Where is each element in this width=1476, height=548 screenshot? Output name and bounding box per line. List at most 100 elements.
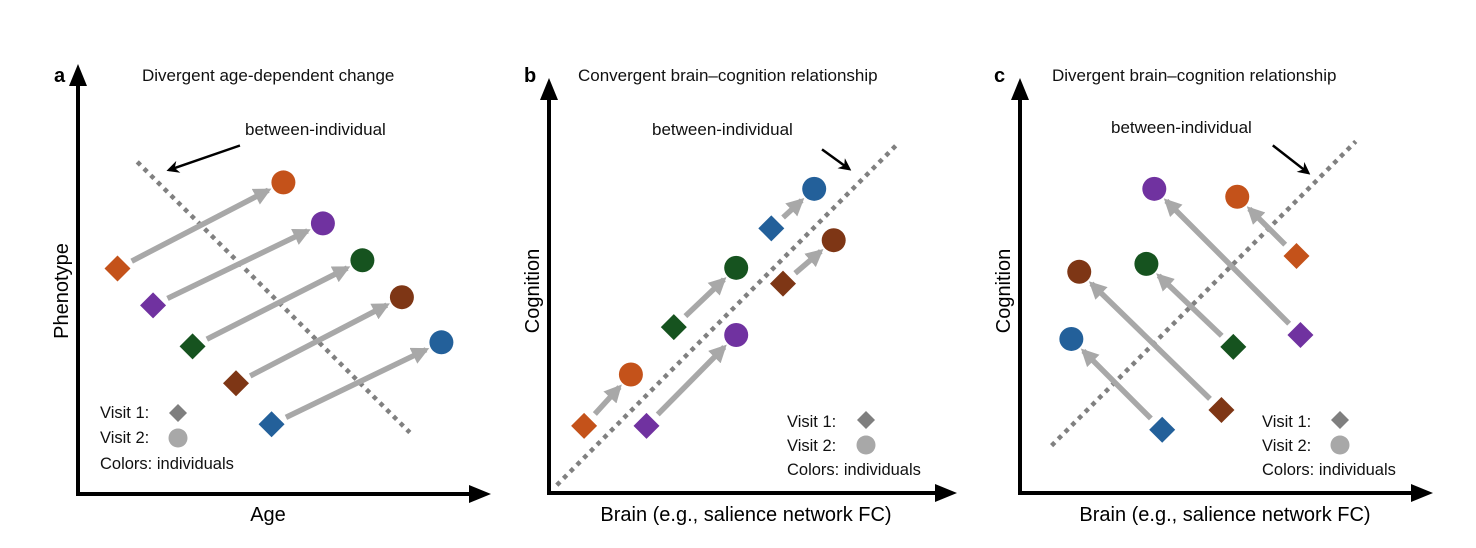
legend-visit1-label: Visit 1: — [100, 404, 149, 422]
visit1-diamond-brown — [770, 270, 796, 297]
visit1-diamond-green — [179, 333, 206, 360]
y-axis-label: Cognition — [993, 249, 1015, 334]
legend-diamond-icon — [857, 411, 875, 429]
visit1-diamond-blue — [1149, 416, 1176, 443]
change-arrow-purple — [166, 228, 311, 301]
between-individual-line — [135, 160, 412, 435]
visit2-circle-green — [350, 248, 375, 273]
visit1-diamond-orange — [104, 255, 131, 282]
between-individual-annotation: between-individual — [245, 120, 386, 139]
y-axis-arrowhead-icon — [69, 64, 87, 86]
legend: Visit 1: Visit 2: Colors: individuals — [787, 411, 921, 479]
change-arrow-blue — [781, 197, 805, 220]
visit1-diamond-blue — [258, 411, 285, 438]
x-axis-label: Brain (e.g., salience network FC) — [600, 504, 891, 526]
visit1-diamond-orange — [1283, 243, 1310, 269]
legend-circle-icon — [856, 435, 876, 455]
visit2-circle-orange — [618, 362, 643, 387]
marks — [1050, 139, 1358, 448]
visit1-diamond-purple — [633, 412, 660, 439]
y-axis-label: Cognition — [522, 249, 544, 334]
visit1-diamond-brown — [223, 370, 249, 397]
annotation-arrow — [166, 144, 241, 173]
annotation-arrow — [821, 148, 852, 171]
change-arrow-purple — [1163, 198, 1292, 326]
visit1-diamond-blue — [758, 215, 785, 242]
marks — [555, 143, 898, 487]
legend-visit1-label: Visit 1: — [787, 413, 836, 431]
panel-b: b Convergent brain–cognition relationshi… — [522, 65, 957, 526]
legend-visit2-label: Visit 2: — [100, 429, 149, 447]
visit2-circle-orange — [271, 170, 296, 195]
visit2-circle-orange — [1225, 184, 1250, 209]
axes — [69, 64, 491, 503]
panel-label: b — [524, 65, 536, 87]
legend-colors-label: Colors: individuals — [1262, 461, 1396, 479]
legend: Visit 1: Visit 2: Colors: individuals — [100, 404, 234, 473]
visit1-diamond-green — [660, 314, 687, 341]
x-axis-arrowhead-icon — [469, 485, 491, 503]
panel-label: a — [54, 65, 66, 87]
visit2-circle-blue — [429, 330, 454, 355]
change-arrow-blue — [1080, 348, 1153, 421]
legend-diamond-icon — [1331, 411, 1349, 429]
marks — [104, 144, 454, 438]
visit1-diamond-green — [1220, 333, 1247, 360]
between-individual-annotation: between-individual — [652, 120, 793, 139]
visit2-circle-purple — [1142, 176, 1167, 201]
visit1-diamond-orange — [571, 412, 598, 439]
change-arrow-green — [1156, 273, 1224, 338]
legend-diamond-icon — [169, 404, 187, 422]
axes — [1011, 78, 1433, 502]
annotation-arrow — [1272, 144, 1311, 175]
x-axis-arrowhead-icon — [1411, 484, 1433, 502]
panel-a: a Divergent age-dependent change Age Phe… — [51, 64, 491, 526]
visit2-circle-purple — [310, 211, 335, 236]
change-arrow-orange — [592, 384, 622, 416]
visit2-circle-green — [724, 255, 749, 280]
panel-label: c — [994, 65, 1005, 87]
legend-colors-label: Colors: individuals — [787, 461, 921, 479]
visit2-circle-brown — [1067, 259, 1092, 284]
visit2-circle-green — [1134, 251, 1159, 276]
change-arrow-brown — [1088, 281, 1212, 401]
legend: Visit 1: Visit 2: Colors: individuals — [1262, 411, 1396, 479]
visit2-circle-blue — [1059, 326, 1084, 351]
between-individual-annotation: between-individual — [1111, 118, 1252, 137]
legend-visit1-label: Visit 1: — [1262, 413, 1311, 431]
change-arrow-blue — [284, 347, 430, 420]
change-arrow-orange — [1246, 206, 1288, 247]
change-arrow-green — [683, 277, 727, 319]
panel-title: Divergent age-dependent change — [142, 66, 394, 85]
between-individual-line — [1050, 139, 1358, 448]
legend-circle-icon — [1330, 435, 1350, 455]
x-axis-label: Brain (e.g., salience network FC) — [1079, 504, 1370, 526]
between-individual-line — [555, 143, 898, 487]
legend-circle-icon — [168, 428, 188, 448]
visit2-circle-purple — [724, 323, 749, 347]
panel-c: c Divergent brain–cognition relationship… — [993, 65, 1433, 526]
change-arrow-brown — [248, 302, 390, 379]
y-axis-label: Phenotype — [51, 243, 73, 339]
legend-visit2-label: Visit 2: — [787, 437, 836, 455]
y-axis-arrowhead-icon — [1011, 78, 1029, 100]
change-arrow-orange — [130, 187, 272, 264]
x-axis-arrowhead-icon — [935, 484, 957, 502]
visit2-circle-brown — [389, 285, 414, 310]
axes — [540, 78, 957, 502]
y-axis-arrowhead-icon — [540, 78, 558, 100]
visit1-diamond-purple — [1287, 322, 1314, 348]
panel-title: Convergent brain–cognition relationship — [578, 66, 878, 85]
visit1-diamond-purple — [140, 292, 167, 319]
visit2-circle-blue — [802, 176, 827, 201]
visit2-circle-brown — [821, 228, 846, 253]
change-arrow-green — [205, 265, 351, 342]
visit1-diamond-brown — [1208, 397, 1235, 424]
change-arrow-purple — [655, 344, 727, 417]
x-axis-label: Age — [250, 504, 286, 526]
legend-colors-label: Colors: individuals — [100, 455, 234, 473]
change-arrow-brown — [793, 248, 824, 276]
panel-title: Divergent brain–cognition relationship — [1052, 66, 1336, 85]
legend-visit2-label: Visit 2: — [1262, 437, 1311, 455]
